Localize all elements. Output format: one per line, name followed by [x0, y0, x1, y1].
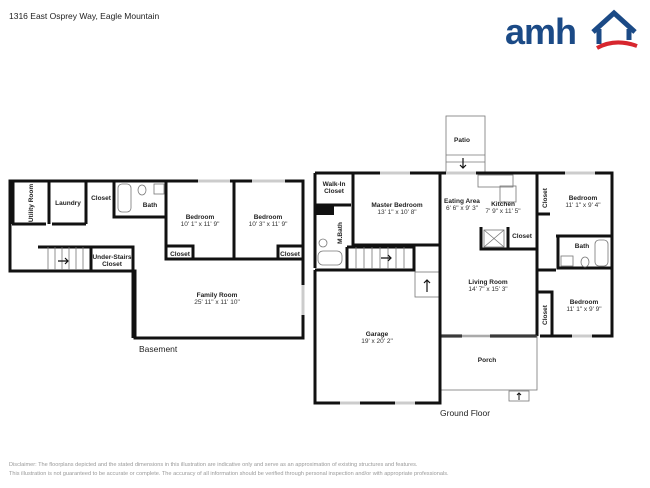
patio-arrow-icon — [459, 158, 467, 169]
room-family-room: Family Room — [197, 292, 238, 299]
floor-label-ground: Ground Floor — [440, 408, 490, 418]
stairs-arrow-icon — [58, 257, 69, 265]
room-bedroom-2: Bedroom — [254, 214, 283, 221]
room-bedroom-1: Bedroom — [186, 214, 215, 221]
room-bedroom-2-dimensions: 11' 1" x 9' 9" — [566, 306, 602, 313]
room-garage-dimensions: 19' x 20' 2" — [361, 338, 393, 345]
porch-arrow-icon — [516, 392, 522, 400]
room-closet-bedroom-1: Closet — [170, 251, 191, 258]
room-kitchen: Kitchen — [491, 201, 515, 208]
room-garage: Garage — [366, 331, 389, 338]
room-closet-bedroom-2: Closet — [542, 304, 549, 325]
house-logo-icon — [591, 9, 638, 50]
room-bedroom-1-dimensions: 11' 1" x 9' 4" — [565, 202, 601, 209]
room-under-stairs: Under-Stairs — [92, 254, 131, 261]
disclaimer-line-2: This illustration is not guaranteed to b… — [9, 471, 449, 477]
room-kitchen-dimensions: 7' 9" x 11' 5" — [485, 208, 521, 215]
room-bedroom-1-dimensions: 10' 1" x 11' 9" — [181, 221, 220, 228]
room-bath: Bath — [143, 202, 157, 209]
room-utility-room: Utility Room — [28, 184, 35, 222]
room-master-bedroom-dimensions: 13' 1" x 10' 8" — [377, 209, 417, 216]
room-living-room: Living Room — [468, 279, 508, 286]
room-living-room-dimensions: 14' 7" x 15' 3" — [468, 286, 508, 293]
logo-text: amh — [505, 11, 577, 52]
room-master-bedroom: Master Bedroom — [371, 202, 423, 209]
floor-label-basement: Basement — [139, 344, 178, 354]
room-eating-area-dimensions: 6' 6" x 9' 3" — [446, 205, 479, 212]
room-bedroom-2-dimensions: 10' 3" x 11' 9" — [249, 221, 288, 228]
room-closet-bedroom-1: Closet — [542, 187, 549, 208]
room-closet-bedroom-2: Closet — [280, 251, 301, 258]
room-patio: Patio — [454, 137, 470, 144]
room-kitchen-closet: Closet — [512, 233, 533, 240]
room-walk-in-closet: Closet — [324, 188, 345, 195]
basement-plan: Utility Room Laundry Closet Bath Bedroom… — [8, 179, 305, 354]
room-under-stairs-closet: Closet — [102, 261, 123, 268]
room-bedroom-2: Bedroom — [570, 299, 599, 306]
stairs-arrow-icon — [381, 254, 392, 262]
room-laundry: Laundry — [55, 200, 81, 207]
room-family-room-dimensions: 25' 11" x 11' 10" — [194, 299, 240, 306]
room-eating-area: Eating Area — [444, 198, 480, 205]
room-master-bath: M.Bath — [337, 222, 344, 244]
amh-logo: amh — [505, 8, 640, 52]
room-closet: Closet — [91, 195, 112, 202]
room-walk-in: Walk-In — [323, 181, 346, 188]
disclaimer-line-1: Disclaimer: The floorplans depicted and … — [9, 462, 418, 468]
property-address: 1316 East Osprey Way, Eagle Mountain — [9, 11, 160, 21]
room-bath: Bath — [575, 243, 589, 250]
room-bedroom-1: Bedroom — [569, 195, 598, 202]
ground-floor-plan: M.Bath — [313, 115, 614, 418]
room-porch: Porch — [478, 357, 496, 364]
garage-stairs-arrow-icon — [423, 279, 431, 292]
